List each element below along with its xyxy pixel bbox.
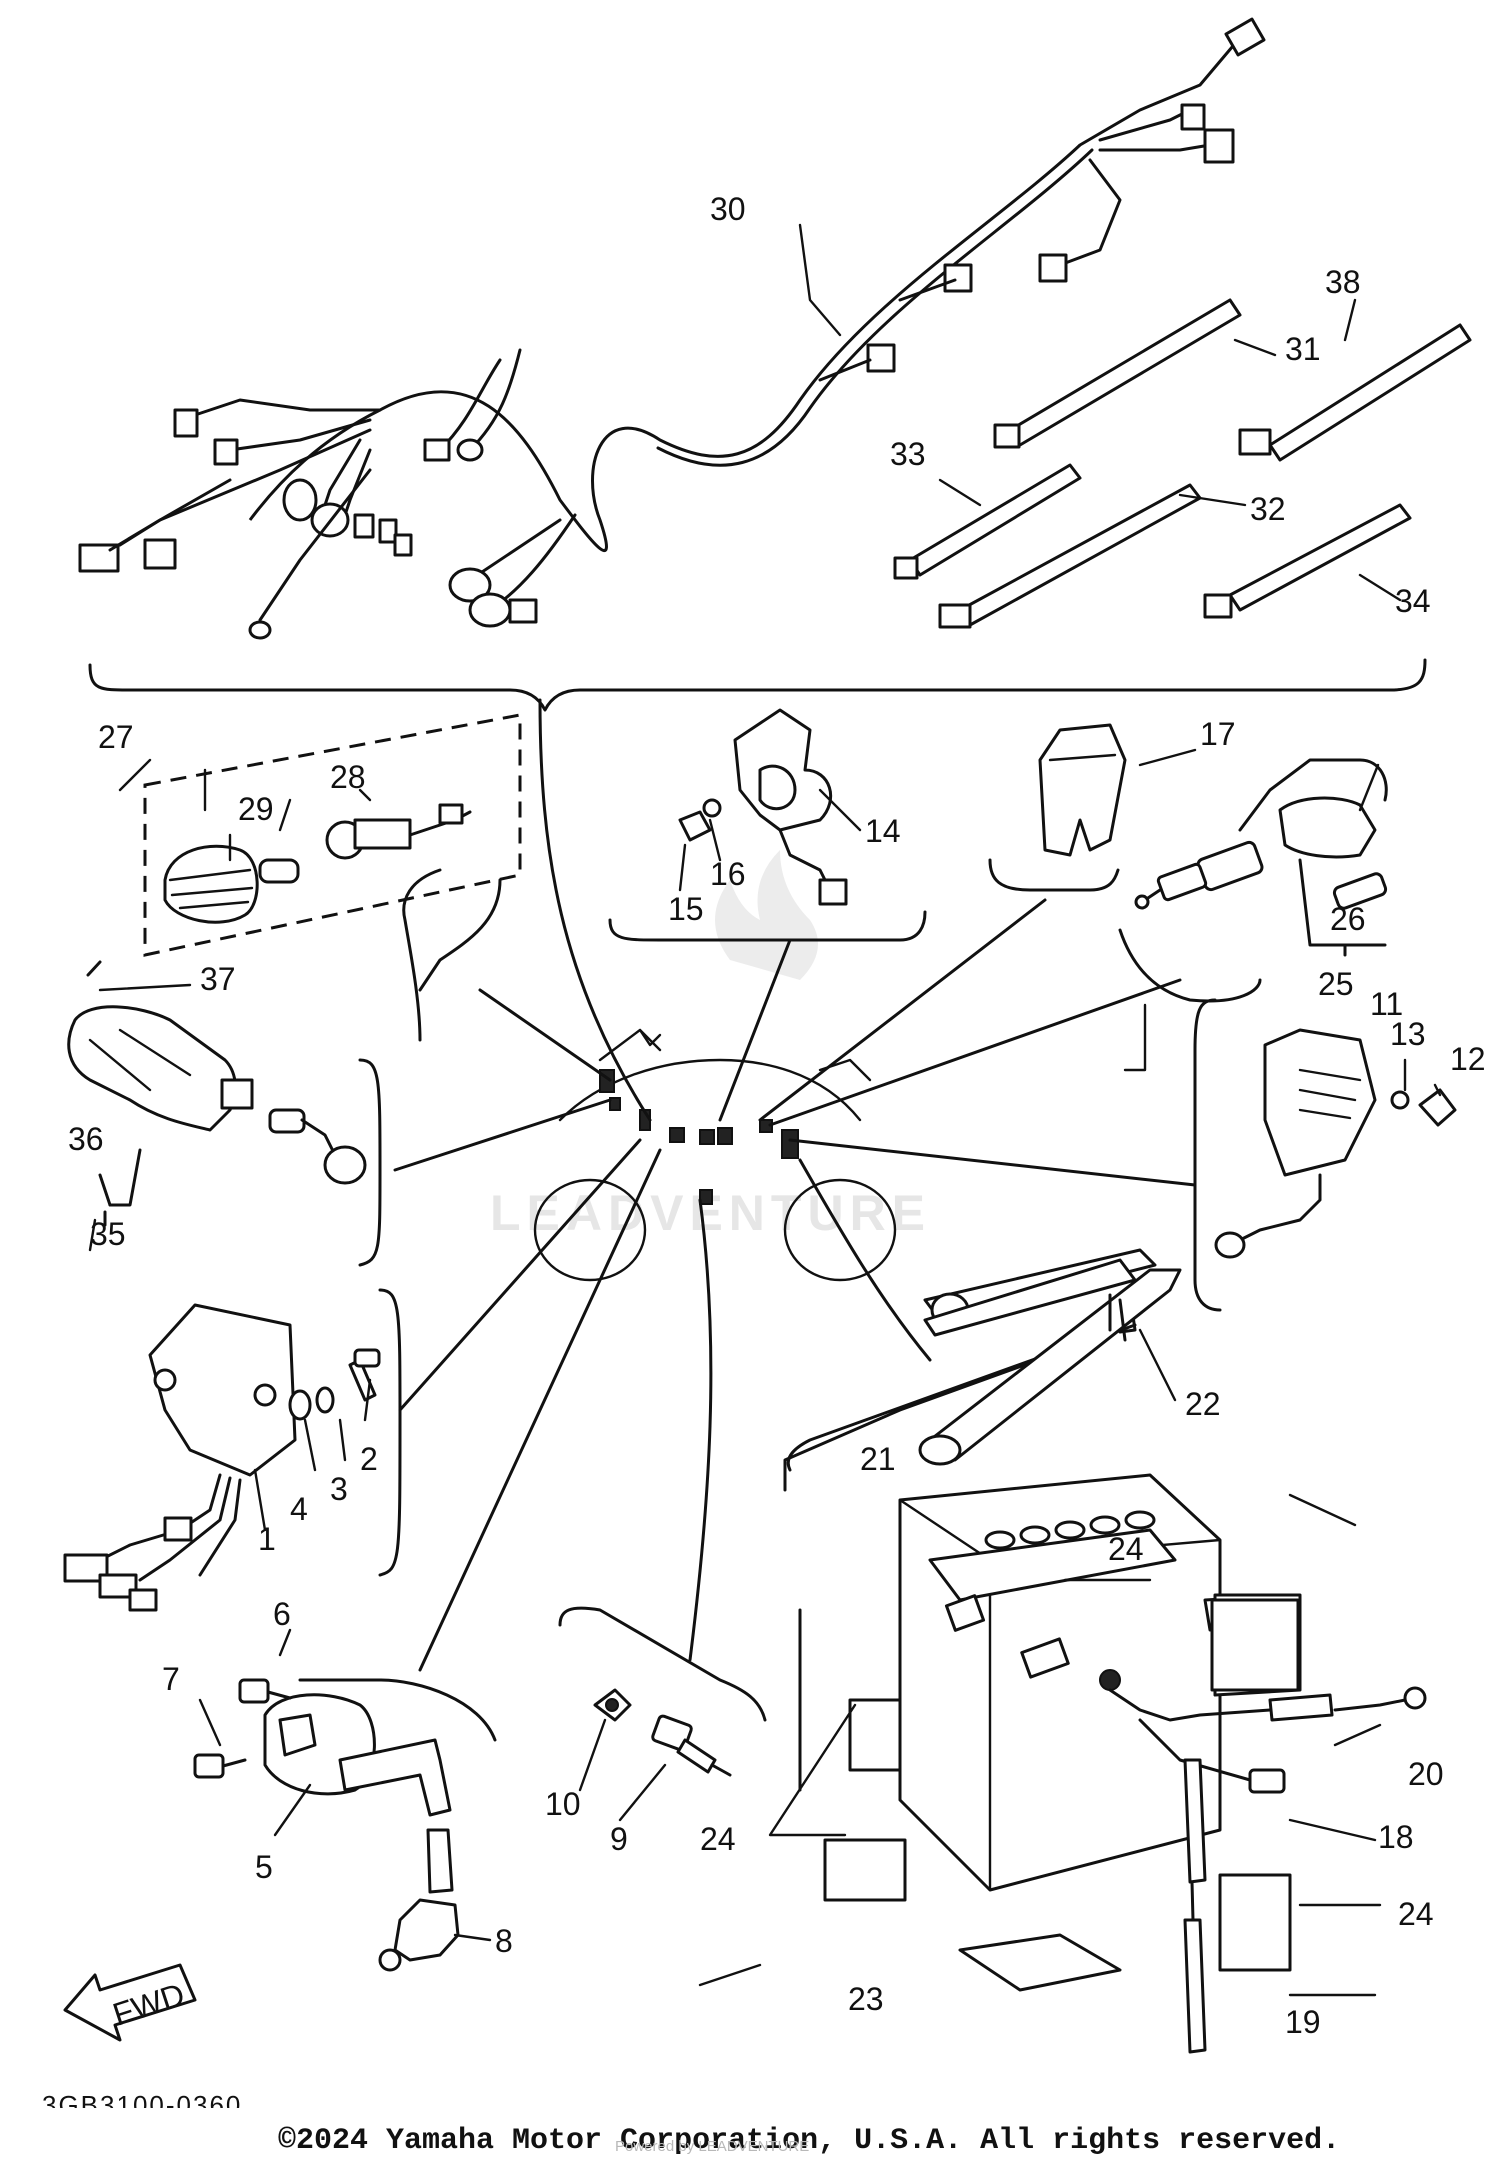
group-14 <box>608 708 927 942</box>
callout-3: 3 <box>330 1471 348 1507</box>
watermark-footer: Powered by LEADVENTURE <box>615 2138 810 2155</box>
callout-34: 34 <box>1395 583 1431 619</box>
callout-17: 17 <box>1200 716 1236 752</box>
callout-24c: 24 <box>1398 1896 1434 1932</box>
group-35 <box>67 960 382 1267</box>
callout-29: 29 <box>238 791 274 827</box>
group-1 <box>63 1288 402 1612</box>
callout-5: 5 <box>255 1849 273 1885</box>
callout-11: 11 <box>1370 986 1403 1022</box>
callout-10: 10 <box>545 1786 581 1822</box>
callout-9: 9 <box>610 1821 628 1857</box>
callout-19: 19 <box>1285 2004 1321 2040</box>
callout-38: 38 <box>1325 264 1361 300</box>
group-25 <box>1118 758 1388 1003</box>
fwd-arrow: FWD <box>63 1963 197 2042</box>
callout-23: 23 <box>848 1981 884 2017</box>
callout-leaders <box>88 223 1442 1997</box>
group-11 <box>1193 998 1457 1312</box>
callout-14: 14 <box>865 813 901 849</box>
callout-20: 20 <box>1408 1756 1444 1792</box>
callout-28: 28 <box>330 759 366 795</box>
callout-24a: 24 <box>1108 1531 1144 1567</box>
callout-1: 1 <box>258 1521 276 1557</box>
callout-32: 32 <box>1250 491 1286 527</box>
callout-31: 31 <box>1285 331 1321 367</box>
frame-sketch <box>533 1028 897 1282</box>
callout-21: 21 <box>860 1441 896 1477</box>
bracket-27 <box>402 868 442 1042</box>
callout-26: 26 <box>1330 901 1366 937</box>
diagram-code: 3GB3100-0360 <box>42 2090 243 2108</box>
callout-27: 27 <box>98 719 134 755</box>
callout-37: 37 <box>200 961 236 997</box>
callout-8: 8 <box>495 1923 513 1959</box>
callout-24b: 24 <box>700 1821 736 1857</box>
callout-12: 12 <box>1450 1041 1486 1077</box>
callout-35: 35 <box>90 1216 126 1252</box>
callout-33: 33 <box>890 436 926 472</box>
callout-25: 25 <box>1318 966 1354 1002</box>
callout-6: 6 <box>273 1596 291 1632</box>
callout-22: 22 <box>1185 1386 1221 1422</box>
wire-harness <box>78 17 1266 640</box>
callout-18: 18 <box>1378 1819 1414 1855</box>
group-17 <box>988 723 1127 892</box>
group-22 <box>918 1268 1182 1466</box>
callout-16: 16 <box>710 856 746 892</box>
group-9 <box>558 1606 767 1777</box>
callout-13: 13 <box>1390 1016 1426 1052</box>
callout-2: 2 <box>360 1441 378 1477</box>
copyright-notice: ©2024 Yamaha Motor Corporation, U.S.A. A… <box>278 2124 1341 2158</box>
leader-lines <box>393 698 1197 1672</box>
watermark-logo: LEADVENTURE <box>490 850 925 1241</box>
callout-7: 7 <box>162 1661 180 1697</box>
group-5 <box>193 1678 497 1972</box>
callout-15: 15 <box>668 891 704 927</box>
callout-labels: 1 2 3 4 5 6 7 8 9 10 11 12 13 14 15 16 1… <box>68 191 1486 2040</box>
callout-30: 30 <box>710 191 746 227</box>
battery-group <box>783 1248 1427 2054</box>
wire-leads <box>893 298 1472 629</box>
callout-4: 4 <box>290 1491 308 1527</box>
callout-36: 36 <box>68 1121 104 1157</box>
group-27 <box>143 713 522 992</box>
